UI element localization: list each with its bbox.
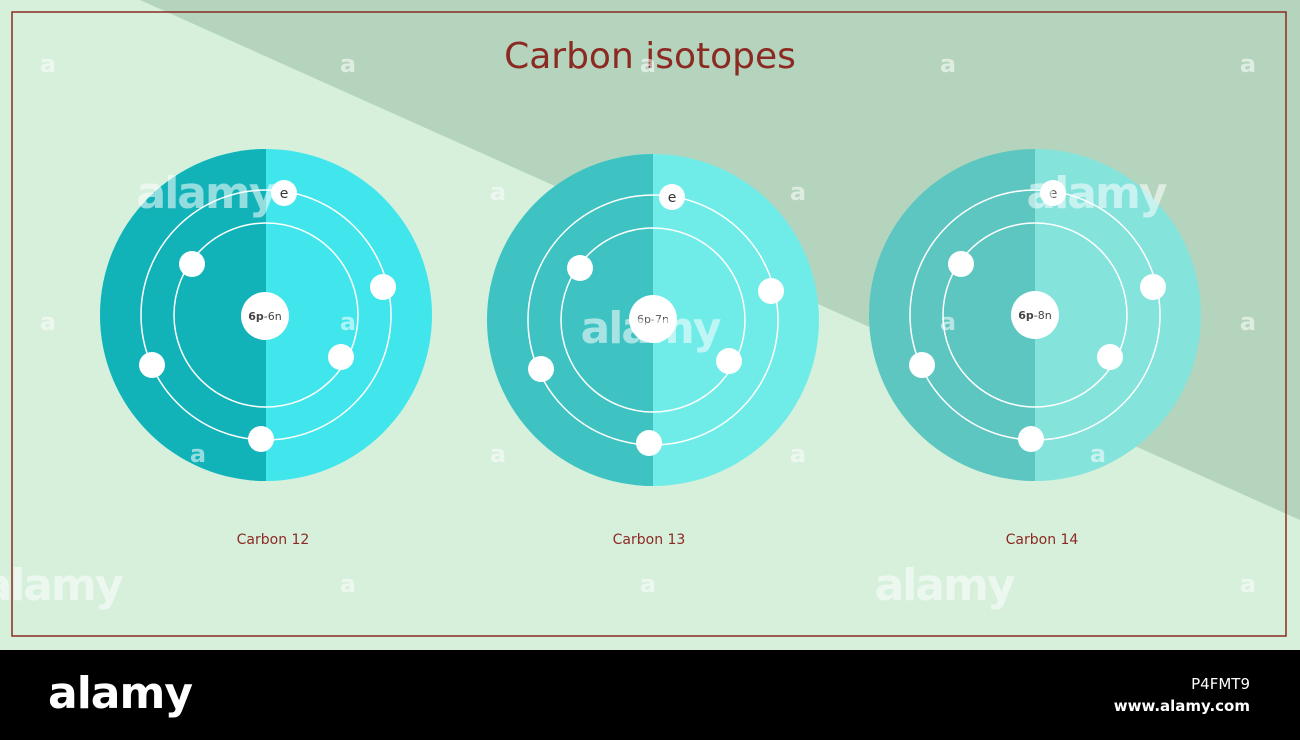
electron — [139, 352, 165, 378]
atom-label: Carbon 14 — [1006, 532, 1079, 548]
diagram-title: Carbon isotopes — [504, 36, 796, 77]
diagram-frame — [11, 11, 1287, 637]
atom-label: Carbon 13 — [613, 532, 686, 548]
watermark-small: a — [40, 308, 56, 336]
electron — [948, 251, 974, 277]
atom-label: Carbon 12 — [237, 532, 310, 548]
atom-disc-dark-half — [869, 149, 1035, 481]
electron-label: e — [1049, 186, 1058, 202]
watermark: alamy — [0, 560, 123, 611]
proton-count: 6p — [248, 310, 264, 323]
inner-orbit — [942, 222, 1128, 408]
watermark-small: a — [940, 50, 956, 78]
watermark-small: a — [790, 178, 806, 206]
watermark: alamy — [581, 303, 721, 354]
watermark: alamy — [1027, 168, 1167, 219]
watermark-small: a — [1240, 308, 1256, 336]
nucleus-label: 6p-6n — [248, 310, 282, 323]
separator: - — [1034, 309, 1038, 322]
footer-url: www.alamy.com — [1113, 697, 1250, 715]
watermark-small: a — [1240, 50, 1256, 78]
watermark-small: a — [1240, 570, 1256, 598]
image-id: P4FMT9 — [1191, 675, 1250, 693]
nucleus-label: 6p-8n — [1018, 309, 1052, 322]
watermark: alamy — [875, 560, 1015, 611]
proton-count: 6p — [1018, 309, 1034, 322]
neutron-count: 7n — [655, 313, 669, 326]
nucleus — [1011, 291, 1059, 339]
atom-disc-dark-half — [487, 154, 653, 486]
nucleus-label: 6p-7n — [637, 313, 669, 326]
electron-label: e — [668, 190, 677, 206]
nucleus — [629, 295, 677, 343]
watermark-small: a — [340, 50, 356, 78]
atom-carbon-14: e 6p-8n Carbon 14 — [869, 149, 1201, 548]
electron — [758, 278, 784, 304]
electron — [179, 251, 205, 277]
electron — [1097, 344, 1123, 370]
electron-label: e — [280, 186, 289, 202]
proton-count: 6p — [637, 313, 651, 326]
watermark-layer: alamy alamy alamy alamy alamy a a a a a … — [0, 50, 1256, 611]
electron — [659, 184, 685, 210]
diagram-canvas: Carbon isotopes e 6p-6n Carbon 12 e 6p-7… — [0, 0, 1300, 650]
nucleus — [241, 292, 289, 340]
separator: - — [264, 310, 268, 323]
electron — [528, 356, 554, 382]
electron — [248, 426, 274, 452]
electron — [1040, 180, 1066, 206]
watermark-small: a — [640, 570, 656, 598]
watermark-small: a — [1090, 440, 1106, 468]
watermark-small: a — [490, 178, 506, 206]
atom-carbon-13: e 6p-7n Carbon 13 — [487, 154, 819, 548]
watermark-small: a — [490, 440, 506, 468]
neutron-count: 6n — [268, 310, 282, 323]
watermark-small: a — [340, 308, 356, 336]
electron — [909, 352, 935, 378]
watermark-small: a — [640, 50, 656, 78]
electron — [716, 348, 742, 374]
electron — [1140, 274, 1166, 300]
atom-carbon-12: e 6p-6n Carbon 12 — [100, 149, 432, 548]
watermark-small: a — [790, 440, 806, 468]
electron — [271, 180, 297, 206]
watermark: alamy — [137, 168, 277, 219]
separator: - — [651, 313, 655, 326]
electron — [328, 344, 354, 370]
inner-orbit — [173, 222, 359, 408]
inner-orbit — [560, 227, 746, 413]
watermark-small: a — [940, 308, 956, 336]
watermark-small: a — [190, 440, 206, 468]
neutron-count: 8n — [1038, 309, 1052, 322]
electron — [370, 274, 396, 300]
electron — [1018, 426, 1044, 452]
electron — [636, 430, 662, 456]
watermark-small: a — [40, 50, 56, 78]
atom-disc-dark-half — [100, 149, 266, 481]
electron — [567, 255, 593, 281]
watermark-small: a — [340, 570, 356, 598]
footer-logo: alamy — [48, 668, 193, 719]
footer-bar — [0, 650, 1300, 740]
